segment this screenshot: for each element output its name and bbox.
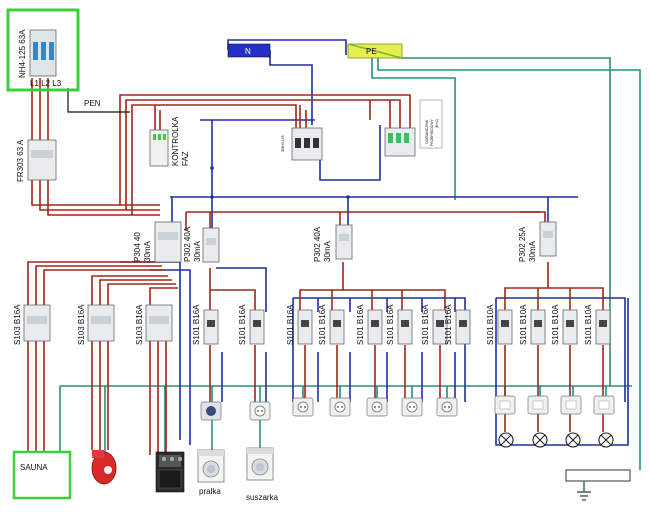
rcd-p302-c-sensitivity: 30mA bbox=[528, 240, 537, 262]
breaker-s103-2: S103 B16A bbox=[77, 304, 115, 345]
rcd-p302-a-label: P302 40A bbox=[183, 226, 192, 262]
rcd-p302-a: P302 40A 30mA bbox=[183, 226, 220, 263]
lamp-icon bbox=[532, 432, 548, 448]
rcd-p302-b-label: P302 40A bbox=[313, 226, 322, 262]
socket-icon bbox=[436, 397, 458, 417]
earth-bar bbox=[565, 469, 631, 482]
pen-label: PEN bbox=[84, 99, 101, 108]
surge-arrester: OGRANICZNIK PRZEPIĘCIOWY (B+C) bbox=[384, 99, 443, 157]
breaker-s103-2-label: S103 B16A bbox=[77, 304, 86, 345]
neutral-bar: N bbox=[227, 43, 271, 58]
lamp-icon bbox=[598, 432, 614, 448]
ground-icon bbox=[577, 491, 591, 501]
breaker-s101-9-label: S101 B10A bbox=[486, 304, 495, 345]
breaker-s101-6-label: S101 B16A bbox=[386, 304, 395, 345]
breaker-s101-5: S101 B16A bbox=[356, 304, 383, 345]
breaker-s101-6: S101 B16A bbox=[386, 304, 413, 345]
smh4-switch: SMH4-125 bbox=[281, 127, 323, 161]
breaker-s101-7: S101 B16A bbox=[421, 304, 448, 345]
breaker-s101-4: S101 B16A bbox=[318, 304, 345, 345]
rcd-p304: P304 40 30mA bbox=[133, 221, 182, 263]
socket-icon bbox=[200, 401, 222, 421]
rcd-p302-b-sensitivity: 30mA bbox=[323, 240, 332, 262]
surge-arrester-label-3: (B+C) bbox=[435, 119, 439, 128]
breaker-s103-1-label: S103 B16A bbox=[13, 304, 22, 345]
junction-dots bbox=[210, 166, 350, 199]
main-switch-frame bbox=[6, 8, 80, 92]
breaker-s101-12-label: S101 B10A bbox=[584, 304, 593, 345]
light-switch-icon bbox=[560, 395, 582, 415]
light-switch-row bbox=[494, 395, 615, 415]
breaker-s101-8-label: S101 B16A bbox=[444, 304, 453, 345]
sauna-label: SAUNA bbox=[20, 463, 48, 472]
neutral-bar-label: N bbox=[245, 47, 251, 56]
phase-indicator: KONTROLKA FAZ bbox=[149, 116, 190, 167]
pe-bar: PE bbox=[347, 43, 403, 59]
surge-arrester-label-2: PRZEPIĘCIOWY bbox=[430, 118, 434, 146]
rcd-p302-b: P302 40A 30mA bbox=[313, 224, 353, 262]
lamp-row bbox=[498, 432, 614, 448]
breaker-s103-3-label: S103 B16A bbox=[135, 304, 144, 345]
socket-icon bbox=[401, 397, 423, 417]
socket-icon bbox=[249, 401, 271, 421]
light-switch-icon bbox=[494, 395, 516, 415]
washing-machine-label: pralka bbox=[199, 487, 221, 496]
dryer-icon bbox=[246, 447, 274, 481]
sauna-box: SAUNA bbox=[12, 450, 72, 500]
main-switch-label: NH4-125 63A bbox=[18, 29, 27, 78]
socket-icon bbox=[329, 397, 351, 417]
breaker-s101-1-label: S101 B16A bbox=[192, 304, 201, 345]
main-switch-block: NH4-125 63A L1 L2 L3 bbox=[6, 8, 80, 92]
breaker-s101-10-label: S101 B10A bbox=[519, 304, 528, 345]
socket-row bbox=[200, 397, 458, 421]
smh4-switch-label: SMH4-125 bbox=[281, 135, 285, 152]
breaker-s101-1: S101 B16A bbox=[192, 304, 219, 345]
stove-icon bbox=[155, 451, 185, 493]
breaker-s101-5-label: S101 B16A bbox=[356, 304, 365, 345]
breaker-s101-11-label: S101 B10A bbox=[551, 304, 560, 345]
rcd-p304-label: P304 40 bbox=[133, 232, 142, 262]
phase-indicator-label-2: FAZ bbox=[181, 151, 190, 166]
pen-wire bbox=[67, 88, 130, 113]
breaker-s101-11: S101 B10A bbox=[551, 304, 578, 345]
breaker-s101-2: S101 B16A bbox=[238, 304, 265, 345]
breaker-s103-3: S103 B16A bbox=[135, 304, 173, 345]
washing-machine-icon bbox=[197, 449, 225, 483]
socket-icon bbox=[366, 397, 388, 417]
breaker-s101-3: S101 B16A bbox=[286, 304, 313, 345]
rcd-p302-a-sensitivity: 30mA bbox=[193, 240, 202, 262]
breaker-s101-2-label: S101 B16A bbox=[238, 304, 247, 345]
pe-bar-label: PE bbox=[366, 47, 377, 56]
pe-wiring bbox=[59, 57, 641, 492]
rcd-p302-c-label: P302 25A bbox=[518, 226, 527, 262]
surge-arrester-label-1: OGRANICZNIK bbox=[425, 119, 429, 144]
light-switch-icon bbox=[527, 395, 549, 415]
breaker-s101-10: S101 B10A bbox=[519, 304, 546, 345]
rcd-fr303: FR303 63 A bbox=[16, 139, 57, 182]
socket-icon bbox=[292, 397, 314, 417]
dryer-label: suszarka bbox=[246, 493, 279, 502]
breaker-s101-8: S101 B16A bbox=[444, 304, 471, 345]
breaker-s103-1: S103 B16A bbox=[13, 304, 51, 345]
lamp-icon bbox=[498, 432, 514, 448]
phase-wiring bbox=[27, 78, 604, 460]
lamp-icon bbox=[565, 432, 581, 448]
breaker-s101-4-label: S101 B16A bbox=[318, 304, 327, 345]
phase-indicator-label-1: KONTROLKA bbox=[171, 116, 180, 166]
breaker-s101-3-label: S101 B16A bbox=[286, 304, 295, 345]
light-switch-icon bbox=[593, 395, 615, 415]
rcd-p304-sensitivity: 30mA bbox=[143, 240, 152, 262]
rcd-p302-c: P302 25A 30mA bbox=[518, 221, 557, 262]
phase-labels: L1 L2 L3 bbox=[30, 79, 62, 88]
breaker-s101-7-label: S101 B16A bbox=[421, 304, 430, 345]
industrial-socket-icon bbox=[91, 450, 117, 485]
breaker-s101-9: S101 B10A bbox=[486, 304, 513, 345]
rcd-fr303-label: FR303 63 A bbox=[16, 139, 25, 182]
breaker-s101-12: S101 B10A bbox=[584, 304, 611, 345]
